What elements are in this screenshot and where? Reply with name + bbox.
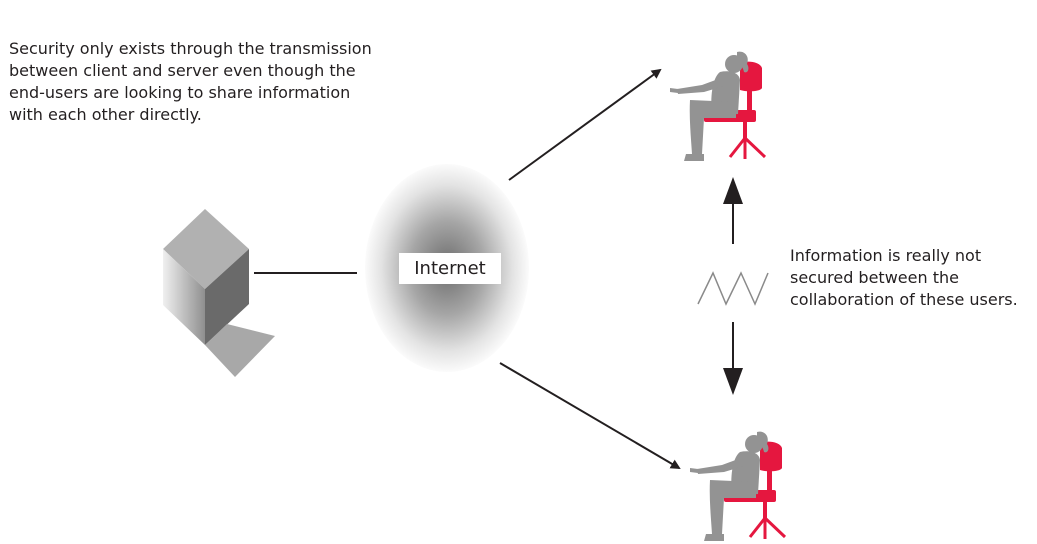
collaboration-note-line-2: secured between the — [790, 268, 959, 287]
collaboration-note-line-3: collaboration of these users. — [790, 290, 1018, 309]
collaboration-note: Information is really not secured betwee… — [790, 245, 1018, 311]
arrow-up-head — [723, 177, 743, 204]
server-icon — [163, 209, 275, 377]
security-note: Security only exists through the transmi… — [9, 38, 372, 126]
internet-label: Internet — [399, 253, 501, 284]
security-note-line-2: between client and server even though th… — [9, 61, 356, 80]
broken-link-zigzag-icon — [697, 271, 769, 306]
bottom-user-figure — [688, 429, 787, 543]
arrow-down-head — [723, 368, 743, 395]
top-user-figure — [668, 49, 767, 164]
security-note-line-4: with each other directly. — [9, 105, 202, 124]
collaboration-note-line-1: Information is really not — [790, 246, 982, 265]
security-note-line-1: Security only exists through the transmi… — [9, 39, 372, 58]
arrow-to-bottom-user — [499, 362, 681, 470]
arrow-to-top-user — [508, 68, 662, 181]
security-note-line-3: end-users are looking to share informati… — [9, 83, 351, 102]
